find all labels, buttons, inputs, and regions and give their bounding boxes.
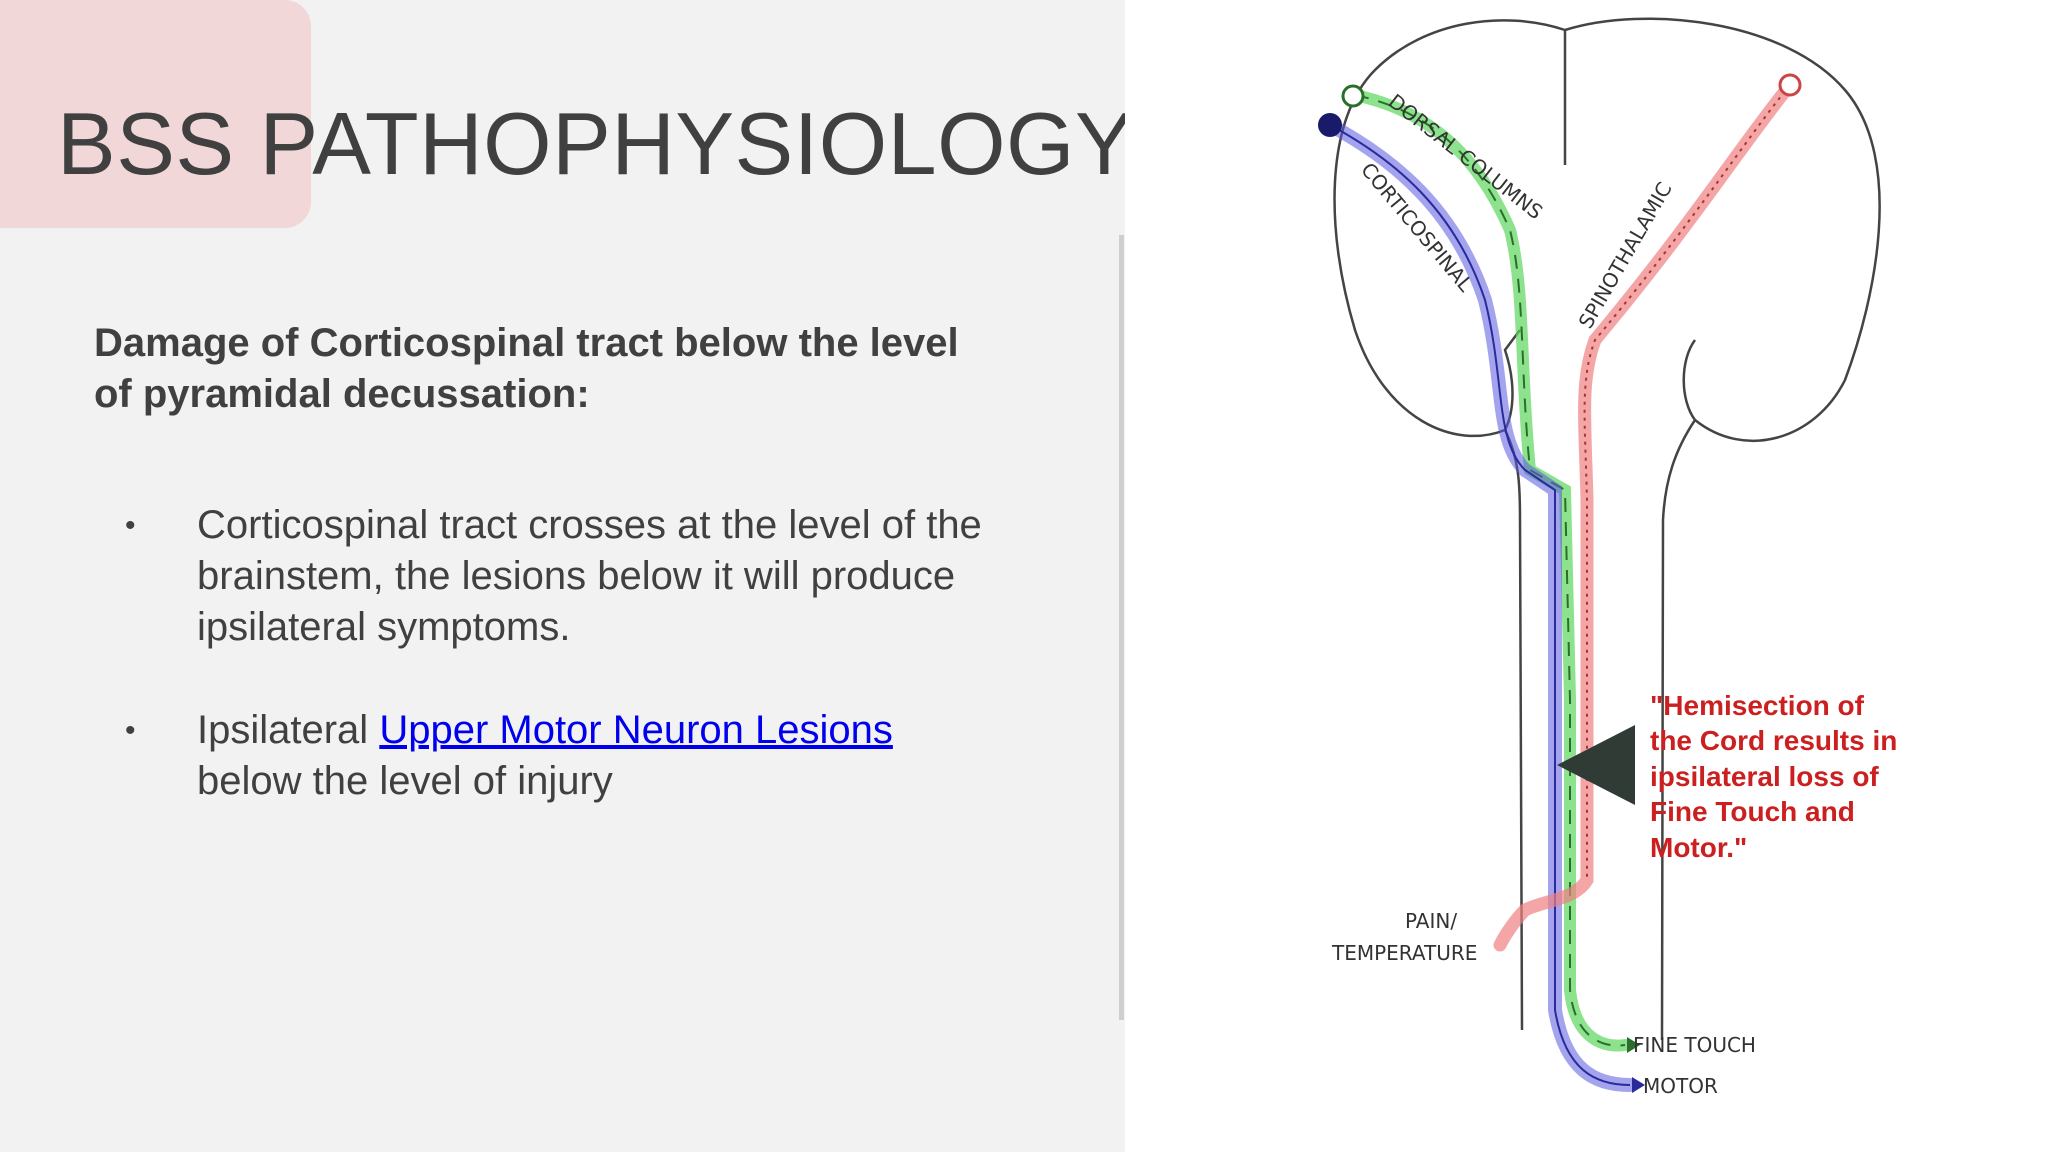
motor-arrowhead xyxy=(1632,1077,1645,1093)
bullet-marker: • xyxy=(125,509,136,542)
label-fine-touch: FINE TOUCH xyxy=(1633,1033,1756,1057)
dorsal-columns-node xyxy=(1341,84,1365,108)
bullet-item-2-prefix: Ipsilateral xyxy=(197,708,380,752)
bullet-item-1: Corticospinal tract crosses at the level… xyxy=(197,503,982,649)
bullet-item-2-suffix: below the level of injury xyxy=(197,759,613,803)
panel-divider xyxy=(1119,235,1124,1020)
corticospinal-node xyxy=(1318,113,1342,137)
bullet-item-2: Ipsilateral Upper Motor Neuron Lesions b… xyxy=(197,705,1027,807)
slide-title: BSS PATHOPHYSIOLOGY xyxy=(57,94,1135,193)
upper-motor-neuron-lesions-link[interactable]: Upper Motor Neuron Lesions xyxy=(379,708,893,752)
spinal-cord-drawing: DORSAL COLUMNS CORTICOSPINAL SPINOTHALAM… xyxy=(1318,17,1897,1098)
bullet-marker: • xyxy=(125,714,136,747)
cord-right-edge xyxy=(1660,419,1697,1041)
title-accent-block xyxy=(0,0,311,228)
spinothalamic-node xyxy=(1778,73,1802,97)
label-pain: PAIN/ xyxy=(1405,909,1457,933)
fine-touch-arrowhead xyxy=(1627,1037,1640,1053)
callout-line-1: "Hemisection of xyxy=(1650,690,1865,721)
label-temperature: TEMPERATURE xyxy=(1331,941,1477,965)
slide-subtitle: Damage of Corticospinal tract below the … xyxy=(94,321,959,416)
spinal-cord-diagram: DORSAL COLUMNS CORTICOSPINAL SPINOTHALAM… xyxy=(1125,0,2048,1152)
hemisection-wedge xyxy=(1557,725,1635,805)
callout-line-5: Motor." xyxy=(1650,832,1747,863)
callout-line-4: Fine Touch and xyxy=(1650,796,1855,827)
callout-line-2: the Cord results in xyxy=(1650,725,1897,756)
label-motor: MOTOR xyxy=(1643,1074,1718,1098)
callout-line-3: ipsilateral loss of xyxy=(1650,761,1879,792)
